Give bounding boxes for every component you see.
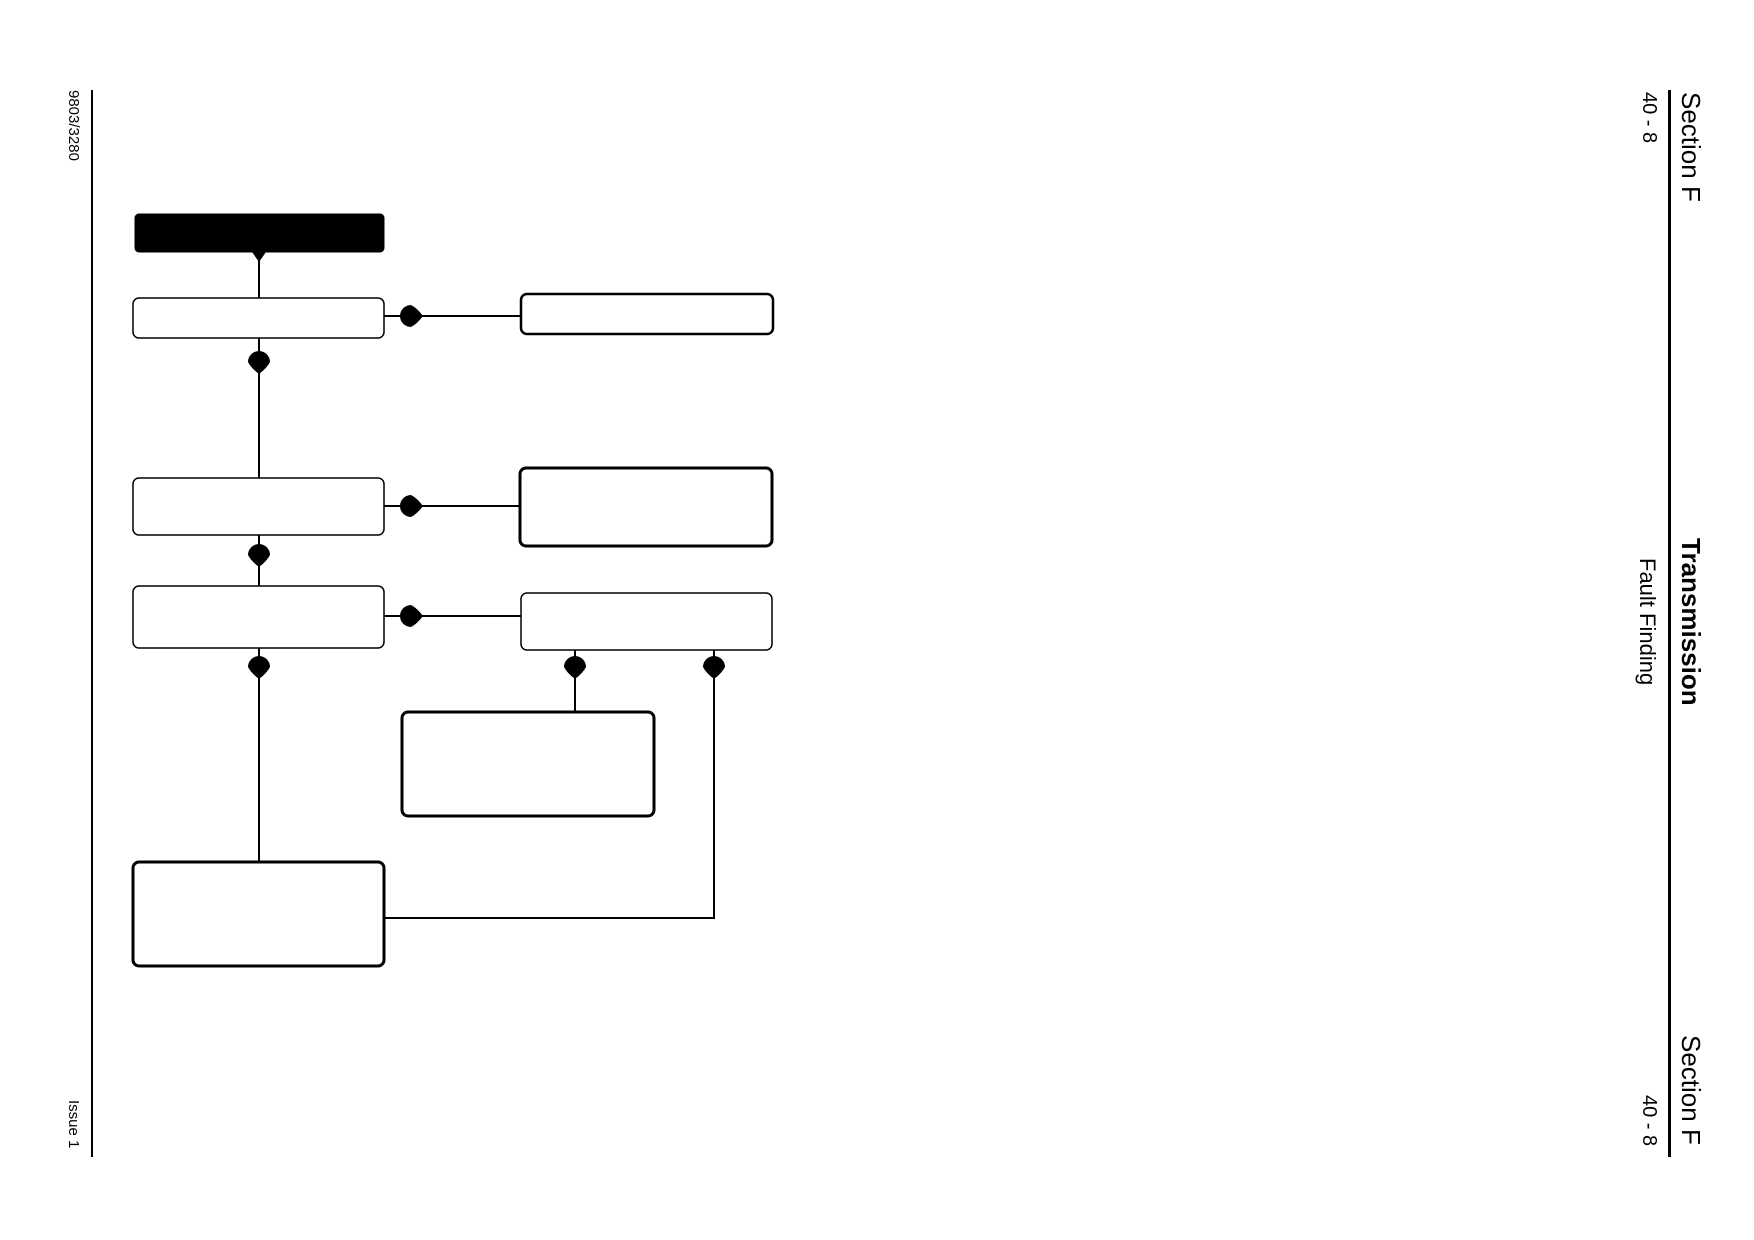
flowchart-box: [132, 585, 385, 649]
flowchart-start-box: [134, 213, 385, 253]
flowchart-box: [518, 466, 774, 548]
flowchart-box: [400, 710, 656, 818]
header-rule: [1668, 90, 1671, 1157]
flowchart-box: [132, 477, 385, 536]
connector-dot-icon: [248, 351, 270, 374]
footer-rule: [91, 90, 93, 1157]
connector-dot-icon: [400, 605, 423, 627]
connector-dot-icon: [400, 305, 423, 327]
flowchart-box: [132, 297, 385, 339]
connector-dot-icon: [400, 495, 423, 517]
flowchart-box: [519, 292, 775, 336]
connector-dot-icon: [248, 544, 270, 567]
connector-dots: [248, 305, 725, 679]
flowchart-box: [131, 860, 386, 968]
connector-dot-icon: [564, 656, 586, 679]
connector-dot-icon: [248, 656, 270, 679]
flowchart-box: [520, 592, 773, 651]
connector-dot-icon: [703, 656, 725, 679]
